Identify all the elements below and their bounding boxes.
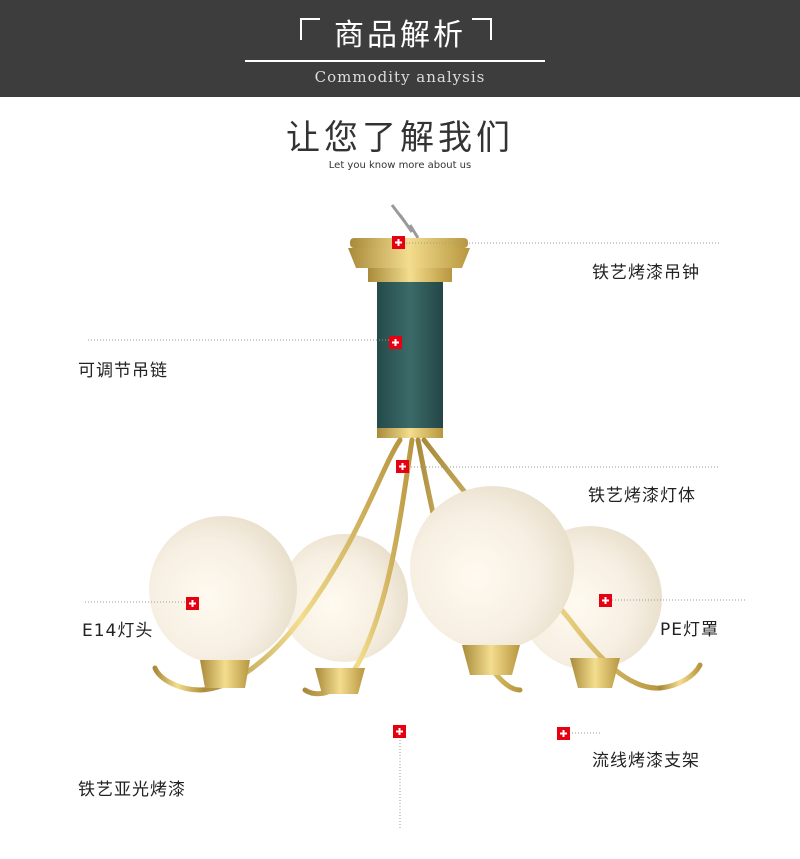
plus-marker-icon	[599, 594, 612, 607]
header-subtitle: Commodity analysis	[314, 68, 486, 86]
header-frame-line	[490, 18, 492, 40]
header-frame-line	[300, 18, 302, 40]
globe-holders	[200, 645, 620, 694]
header-divider	[245, 60, 545, 62]
plus-marker-icon	[396, 460, 409, 473]
callout-body: 铁艺烤漆灯体	[588, 486, 696, 506]
plus-marker-icon	[186, 597, 199, 610]
header-frame-line	[472, 18, 492, 20]
plus-markers	[186, 236, 612, 740]
header-title: 商品解析	[334, 18, 466, 53]
callout-leader-lines	[85, 242, 745, 830]
hanging-chain	[390, 204, 420, 239]
plus-marker-icon	[392, 236, 405, 249]
header-frame-line	[300, 18, 320, 20]
header-banner: 商品解析 Commodity analysis	[0, 0, 800, 97]
callout-finish: 铁艺亚光烤漆	[78, 780, 186, 800]
plus-marker-icon	[557, 727, 570, 740]
plus-marker-icon	[389, 336, 402, 349]
callout-arm: 流线烤漆支架	[592, 751, 700, 771]
callout-canopy: 铁艺烤漆吊钟	[592, 263, 700, 283]
plus-marker-icon	[393, 725, 406, 738]
globe	[280, 534, 408, 662]
canopy	[348, 238, 470, 282]
globe	[149, 516, 297, 664]
callout-socket: E14灯头	[82, 621, 154, 641]
globe	[410, 486, 574, 650]
callout-chain: 可调节吊链	[78, 361, 168, 381]
green-column	[377, 282, 443, 438]
section-subtitle: Let you know more about us	[328, 160, 472, 171]
callout-shade: PE灯罩	[660, 620, 719, 640]
section-title: 让您了解我们	[286, 118, 514, 158]
